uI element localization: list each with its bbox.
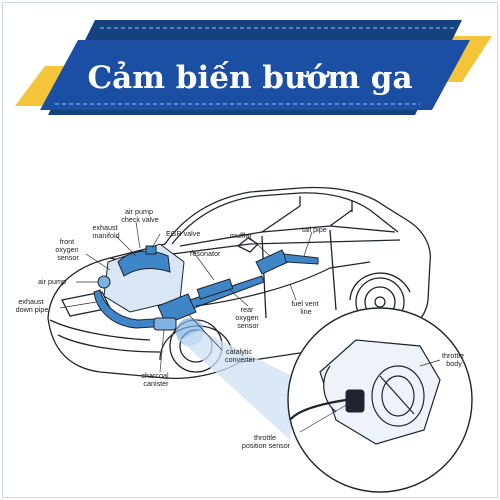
component-labels: air pump check valve exhaust manifold fr… [16,207,466,450]
leader-lines [59,221,441,433]
label-fuel-vent-line: fuel vent line [291,299,320,316]
label-air-pump-check-valve: air pump check valve [121,207,159,224]
exhaust-manifold-shape [117,250,171,277]
label-egr-valve: EGR valve [166,229,200,238]
air-pump-shape [97,275,111,289]
exhaust-pipe [189,275,265,309]
label-exhaust-manifold: exhaust manifold [92,223,119,240]
label-throttle-body: throttle body [442,351,466,368]
label-catalytic-converter: catalytic converter [225,347,256,364]
label-exhaust-down-pipe: exhaust down pipe [16,297,49,314]
magnifier-beam [180,330,300,440]
fuel-vent-line-shape [195,261,371,307]
throttle-body-shape [319,339,441,445]
egr-valve-shape [145,245,157,255]
title-banner [15,20,492,115]
label-front-oxygen-sensor: front oxygen sensor [55,237,80,262]
throttle-position-sensor-shape [289,389,365,421]
page-title: Cảm biến bướm ga [87,60,413,96]
label-resonator: resonator [190,249,221,258]
label-rear-oxygen-sensor: rear oxygen sensor [235,305,260,330]
charcoal-canister-shape [153,317,177,331]
label-throttle-position-sensor: throttle position sensor [242,433,291,450]
resonator-shape [196,278,234,300]
exhaust-down-pipe-shape [93,289,171,329]
tail-pipe-shape [283,253,319,265]
exhaust-system [93,243,371,346]
label-charcoal-canister: charcoal canister [141,371,170,388]
label-air-pump: air pump [38,277,66,286]
muffler-shape [255,249,289,275]
banner-blue-band [40,40,470,110]
label-tail-pipe: tail pipe [302,225,327,234]
label-muffler: muffler [230,231,252,240]
throttle-inset [287,307,473,493]
